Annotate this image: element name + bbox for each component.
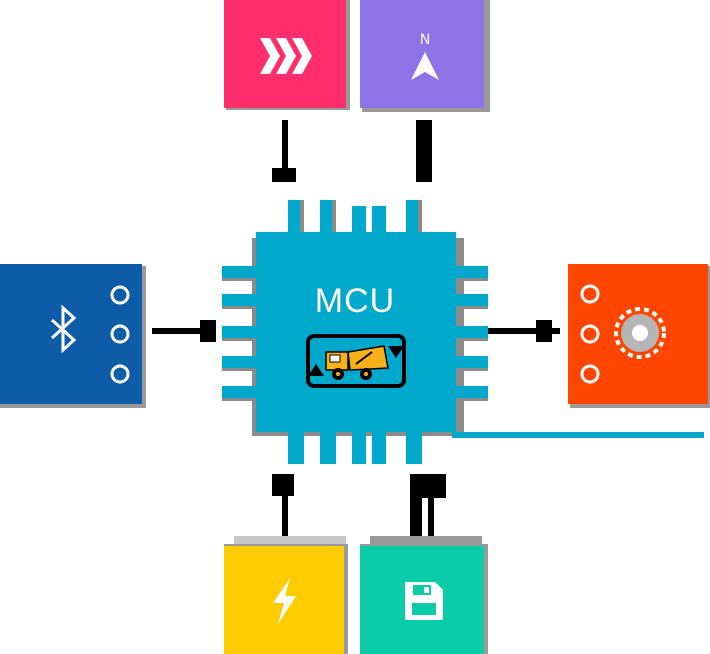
floppy-disk-icon — [405, 582, 443, 620]
connector-storage-to-mcu — [410, 474, 446, 536]
dump-truck-icon — [306, 334, 406, 388]
chip-pins-top — [288, 200, 422, 236]
triple-chevron-right-icon — [260, 38, 312, 74]
actuator-tile — [568, 264, 710, 408]
navigation-tile — [360, 0, 490, 112]
power-tile — [224, 536, 348, 654]
north-arrow-icon — [411, 52, 439, 80]
chip-pins-right — [452, 266, 488, 400]
chip-trace-line — [452, 432, 704, 438]
pin-connectors-left — [110, 285, 130, 384]
chip-pins-left — [222, 266, 258, 400]
lightning-bolt-icon — [273, 578, 296, 624]
forward-tile — [224, 0, 350, 110]
connectors — [152, 120, 560, 536]
pin-connectors-right — [580, 284, 600, 384]
gear-icon — [614, 307, 666, 359]
mcu-chip — [222, 200, 704, 464]
chip-pins-bottom — [288, 432, 422, 464]
bluetooth-icon — [50, 304, 77, 354]
connector-bluetooth-to-mcu — [152, 320, 216, 342]
connector-forward-to-mcu — [272, 120, 296, 182]
mcu-label: MCU — [314, 282, 396, 320]
storage-tile — [360, 536, 488, 654]
connector-mcu-to-actuator — [488, 320, 560, 342]
compass-north-label: N — [419, 32, 431, 48]
bluetooth-tile — [0, 264, 146, 408]
connector-power-to-mcu — [272, 474, 294, 536]
connector-navigation — [416, 120, 432, 182]
